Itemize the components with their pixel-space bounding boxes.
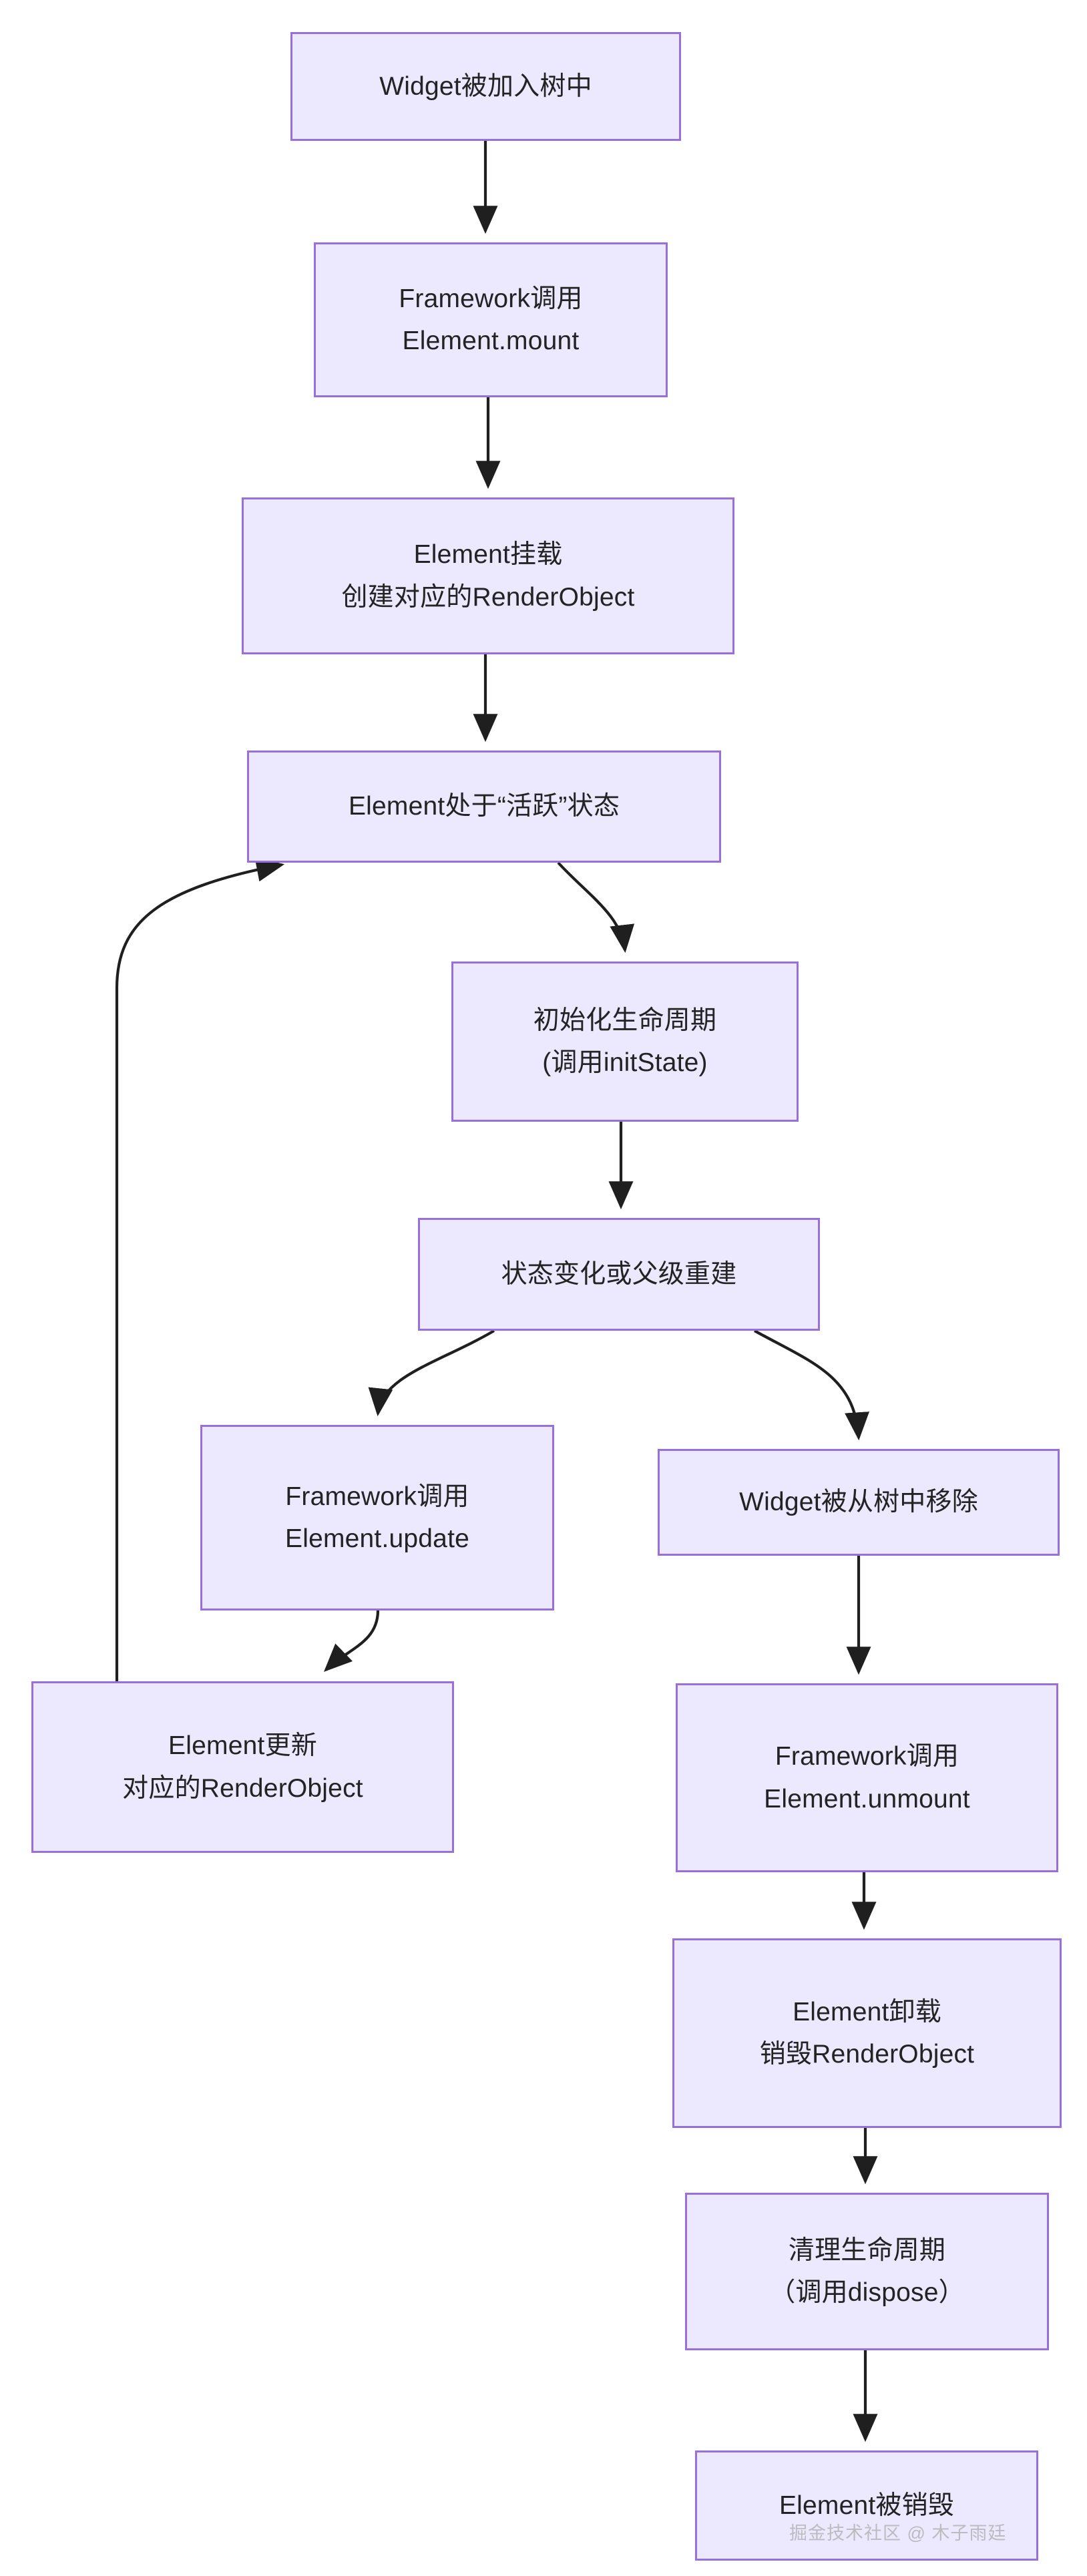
- node-element-destroyed[interactable]: Element被销毁: [695, 2450, 1038, 2561]
- node-framework-calls-element-unmount[interactable]: Framework调用 Element.unmount: [676, 1683, 1058, 1872]
- node-state-change-or-parent-rebuild[interactable]: 状态变化或父级重建: [418, 1218, 820, 1331]
- node-framework-calls-element-update[interactable]: Framework调用 Element.update: [200, 1425, 554, 1611]
- node-widget-added-to-tree[interactable]: Widget被加入树中: [290, 32, 681, 141]
- watermark-text: 掘金技术社区 @ 木子雨廷: [789, 2523, 1007, 2543]
- node-element-unmounted-destroy-renderobject[interactable]: Element卸载 销毁RenderObject: [672, 1938, 1062, 2128]
- edge-active-to-init-lifecycle: [557, 861, 635, 953]
- edge-state-change-to-widget-removed: [753, 1329, 869, 1441]
- node-element-updates-renderobject[interactable]: Element更新 对应的RenderObject: [31, 1681, 454, 1853]
- node-cleanup-lifecycle-dispose[interactable]: 清理生命周期 （调用dispose）: [685, 2193, 1049, 2350]
- edge-state-change-to-update-call: [368, 1329, 495, 1417]
- node-element-active-state[interactable]: Element处于“活跃”状态: [247, 750, 721, 863]
- node-framework-calls-element-mount[interactable]: Framework调用 Element.mount: [314, 242, 668, 397]
- node-init-lifecycle-initstate[interactable]: 初始化生命周期 (调用initState): [451, 961, 799, 1122]
- edge-update-call-to-element-updated: [323, 1610, 380, 1672]
- node-element-mounted-create-renderobject[interactable]: Element挂载 创建对应的RenderObject: [242, 497, 734, 654]
- node-widget-removed-from-tree[interactable]: Widget被从树中移除: [658, 1449, 1060, 1556]
